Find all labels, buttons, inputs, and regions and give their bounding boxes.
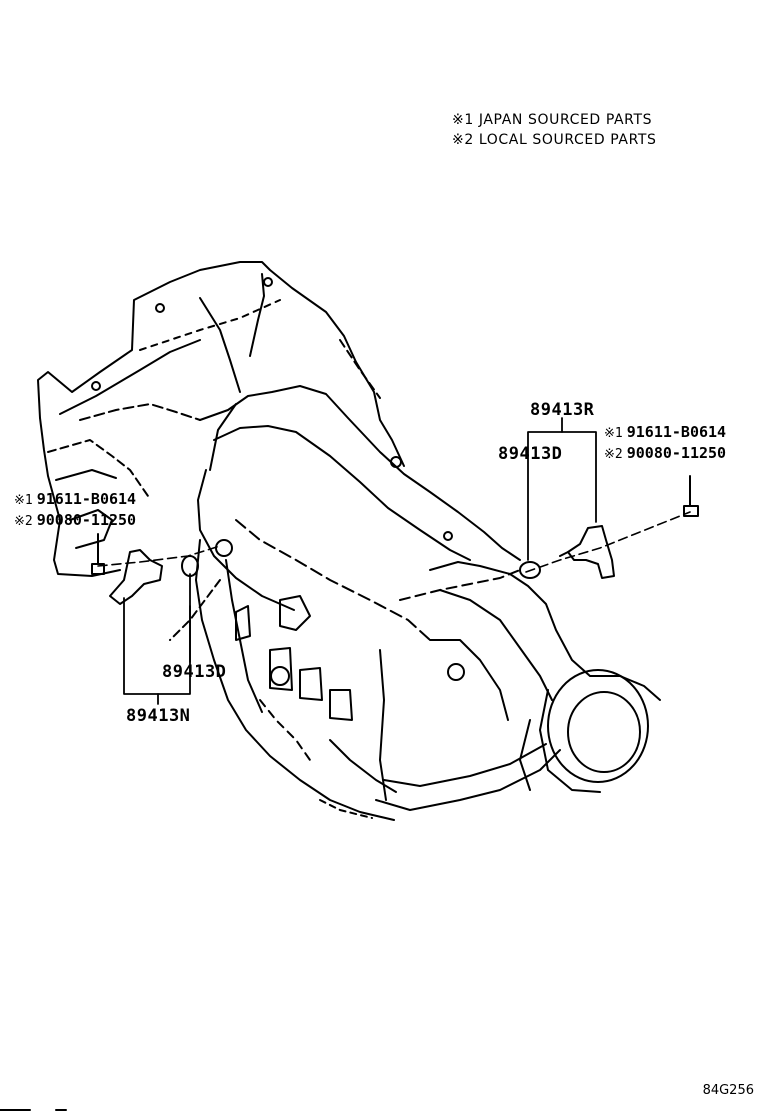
left-dash-line xyxy=(97,545,221,567)
right-oring-shape xyxy=(519,561,541,579)
part-number: 90080-11250 xyxy=(626,444,727,462)
left-sensor-shape xyxy=(109,549,163,605)
left-oring-shape xyxy=(181,555,199,577)
label-left-89413D[interactable]: 89413D xyxy=(162,662,227,682)
right-dash-line xyxy=(525,511,691,573)
left-bolt-shape xyxy=(91,563,105,575)
right-bolt-shape xyxy=(683,505,699,517)
output-flange xyxy=(547,669,649,783)
main-case-outline xyxy=(199,385,521,561)
diagram-code: 84G256 xyxy=(702,1083,754,1098)
source-legend: ※1 JAPAN SOURCED PARTS ※2 LOCAL SOURCED … xyxy=(452,110,657,150)
oil-pan-outline xyxy=(375,749,561,811)
part-number: 91611-B0614 xyxy=(36,490,137,508)
local-mark: ※2 xyxy=(14,514,33,529)
part-number: 90080-11250 xyxy=(36,511,137,529)
label-89413R[interactable]: 89413R xyxy=(530,400,595,420)
japan-mark: ※1 xyxy=(14,493,33,508)
legend-japan-sourced: ※1 JAPAN SOURCED PARTS xyxy=(452,112,653,128)
label-89413N[interactable]: 89413N xyxy=(126,706,191,726)
legend-local-sourced: ※2 LOCAL SOURCED PARTS xyxy=(452,132,657,148)
label-right-89413D[interactable]: 89413D xyxy=(498,444,563,464)
local-mark: ※2 xyxy=(604,447,623,462)
right-sensor-shape xyxy=(567,525,615,579)
bell-housing-outline xyxy=(37,261,405,467)
japan-mark: ※1 xyxy=(604,426,623,441)
part-number: 91611-B0614 xyxy=(626,423,727,441)
